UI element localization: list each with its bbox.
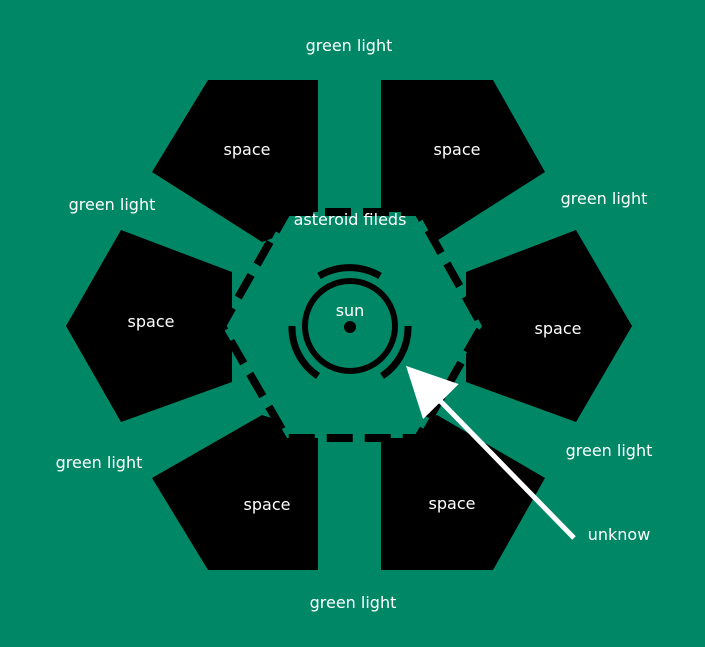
asteroid-fields-label: asteroid fileds	[294, 210, 407, 229]
space-sector-top-right	[381, 80, 545, 242]
space-sector-bottom-right	[381, 415, 545, 570]
outer-orbit-arc-left	[288, 325, 321, 379]
space-label-top-right: space	[434, 140, 481, 159]
space-sector-right	[466, 230, 632, 422]
green-light-label-upper-right: green light	[561, 189, 648, 208]
unknown-pointer-arrow	[406, 365, 576, 540]
outer-orbit-arc-top	[317, 264, 382, 280]
space-sector-bottom-left	[152, 415, 318, 570]
green-light-label-lower-left: green light	[56, 453, 143, 472]
green-light-label-bottom: green light	[310, 593, 397, 612]
sun-label: sun	[336, 301, 365, 320]
unknown-label: unknow	[588, 525, 651, 544]
space-label-bottom-right: space	[429, 494, 476, 513]
green-light-label-upper-left: green light	[69, 195, 156, 214]
space-label-top-left: space	[224, 140, 271, 159]
sun-dot	[344, 321, 356, 333]
space-label-right: space	[535, 319, 582, 338]
space-label-bottom-left: space	[244, 495, 291, 514]
outer-orbit-arc-right	[379, 325, 412, 379]
space-sector-left	[66, 230, 232, 422]
space-sector-top-left	[152, 80, 318, 242]
green-light-label-lower-right: green light	[566, 441, 653, 460]
green-light-label-top: green light	[306, 36, 393, 55]
space-label-left: space	[128, 312, 175, 331]
inner-orbit-ring	[302, 278, 398, 374]
